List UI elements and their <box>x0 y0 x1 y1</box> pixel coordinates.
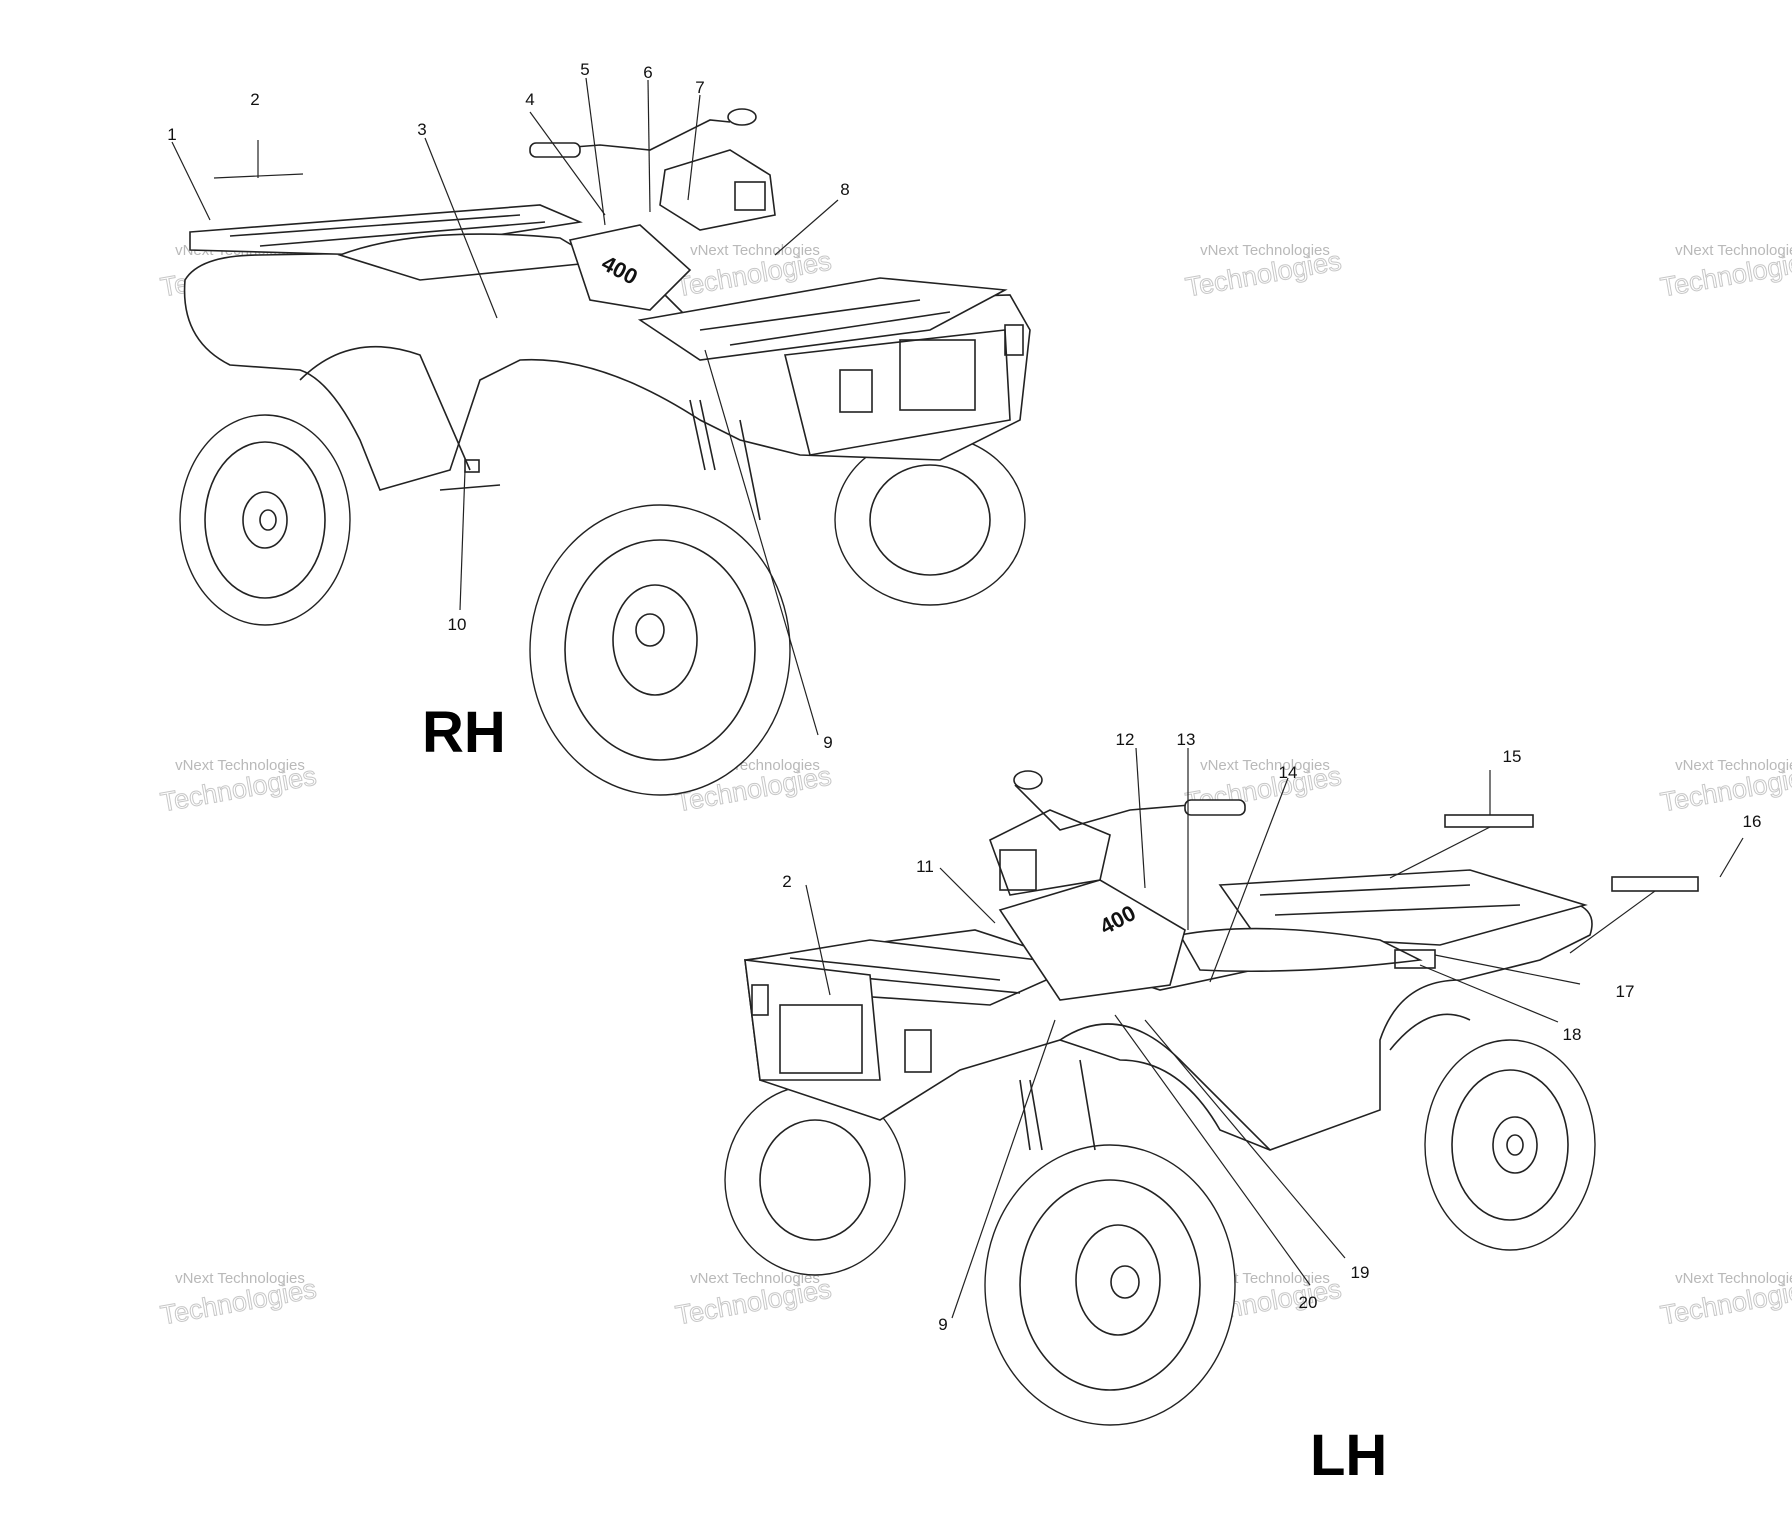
view-label-lh: LH <box>1310 1423 1387 1488</box>
atv-rh-view: 400 <box>167 60 1031 796</box>
watermark-5-line1: vNext Technologies <box>175 757 305 774</box>
rh-callout-8: 8 <box>840 180 849 199</box>
lh-callout-3: 11 <box>916 857 934 876</box>
rh-callout-2: 2 <box>250 90 259 109</box>
decal-16 <box>1611 876 1699 892</box>
lh-callout-11: 19 <box>1351 1263 1370 1282</box>
rh-callouts: 1 2 3 4 5 6 7 8 9 10 <box>167 60 849 752</box>
rh-callout-5: 5 <box>580 60 589 79</box>
rh-callout-7: 7 <box>695 78 704 97</box>
lh-front-wheel <box>984 1144 1236 1426</box>
watermark-10-line1: vNext Technologies <box>690 1270 820 1287</box>
decal-15 <box>1444 814 1534 828</box>
lh-callout-5: 13 <box>1177 730 1196 749</box>
watermark-4-line1: vNext Technologies <box>1675 242 1792 259</box>
lh-callout-2: 9 <box>938 1315 947 1334</box>
watermark-12-line1: vNext Technologies <box>1675 1270 1792 1287</box>
rh-callout-10: 10 <box>448 615 467 634</box>
lh-callout-9: 17 <box>1616 982 1635 1001</box>
rh-rear-wheel <box>179 414 351 626</box>
lh-callout-10: 18 <box>1563 1025 1582 1044</box>
atv-lh-view: 400 <box>724 730 1761 1488</box>
rh-front-wheel <box>529 504 791 796</box>
watermark-8-line1: vNext Technologies <box>1675 757 1792 774</box>
watermark-7-line1: vNext Technologies <box>1200 757 1330 774</box>
view-label-rh: RH <box>422 700 506 765</box>
rh-callout-1: 1 <box>167 125 176 144</box>
watermark-2-line1: vNext Technologies <box>690 242 820 259</box>
lh-callouts: 2 9 11 12 13 14 15 16 17 18 19 20 <box>782 730 1761 1334</box>
watermark-9-line1: vNext Technologies <box>175 1270 305 1287</box>
lh-leader-lines <box>805 747 1744 1319</box>
lh-callout-12: 20 <box>1299 1293 1318 1312</box>
rh-callout-3: 3 <box>417 120 426 139</box>
lh-callout-1: 2 <box>782 872 791 891</box>
lh-rear-wheel <box>1424 1039 1596 1251</box>
lh-callout-7: 15 <box>1503 747 1522 766</box>
rh-body: 400 <box>183 108 1031 521</box>
lh-callout-6: 14 <box>1279 763 1298 782</box>
watermark-3-line1: vNext Technologies <box>1200 242 1330 259</box>
rh-callout-9: 9 <box>823 733 832 752</box>
lh-body: 400 <box>744 770 1593 1151</box>
rh-callout-4: 4 <box>525 90 534 109</box>
rh-leader-lines <box>171 77 839 736</box>
rh-far-wheel <box>834 434 1026 606</box>
lh-callout-4: 12 <box>1116 730 1135 749</box>
rh-callout-6: 6 <box>643 63 652 82</box>
lh-callout-8: 16 <box>1743 812 1762 831</box>
